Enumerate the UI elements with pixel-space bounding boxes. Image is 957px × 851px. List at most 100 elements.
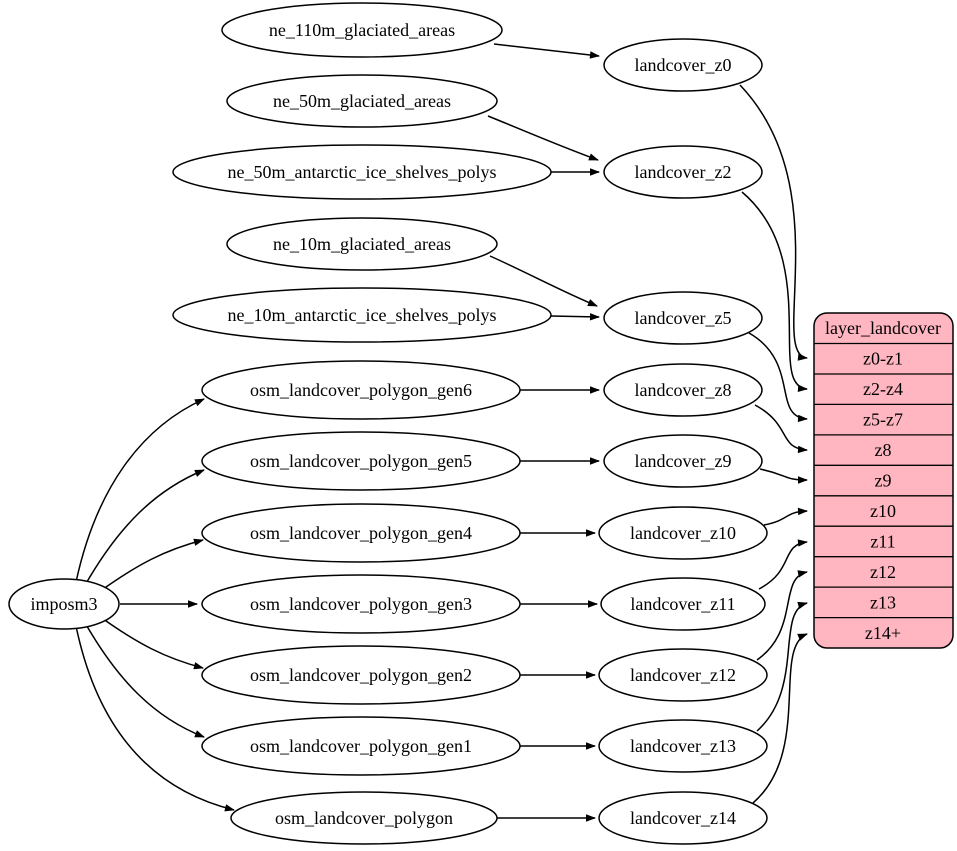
- record-row-z9: z9: [875, 471, 892, 491]
- node-landcover-z2-label: landcover_z2: [635, 162, 732, 182]
- edge-ne50mg-to-z2: [487, 115, 599, 161]
- record-layer-landcover: layer_landcover z0-z1 z2-z4 z5-z7 z8 z9 …: [813, 312, 954, 649]
- edge-z0-to-row-z0-z1: [739, 84, 808, 361]
- node-osm-landcover-polygon-gen3: osm_landcover_polygon_gen3: [201, 574, 521, 634]
- edge-z11-to-row-z11: [758, 539, 808, 590]
- record-row-z13: z13: [870, 593, 896, 613]
- node-osm-landcover-polygon-gen4-shape: [201, 503, 521, 563]
- edge-z2-to-row-z2-z4: [741, 191, 808, 393]
- edge-imposm3-to-polygon: [75, 625, 235, 812]
- node-osm-landcover-polygon: osm_landcover_polygon: [230, 791, 498, 845]
- edge-imposm3-to-gen4: [98, 538, 204, 593]
- node-landcover-z10: landcover_z10: [598, 506, 768, 560]
- node-osm-landcover-polygon-gen2-label: osm_landcover_polygon_gen2: [250, 665, 472, 685]
- node-osm-landcover-polygon-gen5-shape: [201, 431, 521, 491]
- node-landcover-z11-shape: [600, 577, 766, 631]
- node-landcover-z13-label: landcover_z13: [630, 736, 736, 756]
- node-landcover-z5-shape: [603, 291, 763, 345]
- record-row-z2-z4: z2-z4: [863, 379, 903, 399]
- record-header-label: layer_landcover: [825, 318, 941, 338]
- node-landcover-z2: landcover_z2: [603, 145, 763, 199]
- edge-z9-to-row-z9: [759, 468, 808, 484]
- edge-imposm3-to-gen2: [98, 615, 204, 670]
- edge-ne10ma-to-z5: [550, 313, 600, 321]
- node-ne-50m-glaciated-areas-shape: [226, 74, 498, 128]
- node-landcover-z14-shape: [598, 791, 768, 845]
- node-landcover-z13-shape: [598, 719, 768, 773]
- edges-layer: [75, 43, 808, 822]
- node-imposm3-label: imposm3: [30, 594, 97, 614]
- node-landcover-z9: landcover_z9: [603, 434, 763, 488]
- edge-z10-to-row-z10: [763, 507, 808, 526]
- node-osm-landcover-polygon-gen2: osm_landcover_polygon_gen2: [201, 645, 521, 705]
- node-landcover-z5: landcover_z5: [603, 291, 763, 345]
- node-landcover-z9-shape: [603, 434, 763, 488]
- node-osm-landcover-polygon-gen3-label: osm_landcover_polygon_gen3: [250, 594, 472, 614]
- node-ne-10m-glaciated-areas: ne_10m_glaciated_areas: [226, 217, 498, 271]
- edge-imposm3-to-gen5: [83, 469, 205, 588]
- node-ne-50m-antarctic-ice-shelves-polys: ne_50m_antarctic_ice_shelves_polys: [172, 144, 552, 200]
- edge-imposm3-to-gen6: [75, 398, 205, 583]
- node-osm-landcover-polygon-label: osm_landcover_polygon: [275, 808, 453, 828]
- edge-ne110m-to-z0: [493, 43, 600, 59]
- edge-z14-to-row-z14plus: [752, 633, 808, 804]
- node-landcover-z12: landcover_z12: [598, 648, 768, 702]
- edge-z13-to-row-z13: [756, 601, 808, 732]
- node-landcover-z14: landcover_z14: [598, 791, 768, 845]
- node-landcover-z10-shape: [598, 506, 768, 560]
- node-ne-50m-antarctic-ice-shelves-polys-shape: [172, 144, 552, 200]
- node-osm-landcover-polygon-shape: [230, 791, 498, 845]
- record-row-z5-z7: z5-z7: [863, 410, 903, 430]
- node-landcover-z0: landcover_z0: [603, 38, 763, 92]
- node-osm-landcover-polygon-gen3-shape: [201, 574, 521, 634]
- node-landcover-z12-label: landcover_z12: [630, 665, 736, 685]
- node-landcover-z12-shape: [598, 648, 768, 702]
- node-landcover-z9-label: landcover_z9: [635, 451, 732, 471]
- edge-z8-to-row-z8: [754, 404, 808, 454]
- node-landcover-z0-shape: [603, 38, 763, 92]
- node-landcover-z2-shape: [603, 145, 763, 199]
- record-row-z10: z10: [870, 501, 896, 521]
- node-ne-10m-glaciated-areas-shape: [226, 217, 498, 271]
- node-osm-landcover-polygon-gen1-shape: [201, 716, 521, 776]
- record-layer-landcover-shape: [813, 312, 954, 649]
- record-row-z11: z11: [870, 532, 895, 552]
- node-ne-110m-glaciated-areas-label: ne_110m_glaciated_areas: [269, 20, 455, 40]
- node-imposm3-shape: [8, 578, 120, 630]
- node-ne-50m-glaciated-areas-label: ne_50m_glaciated_areas: [273, 91, 451, 111]
- node-osm-landcover-polygon-gen1: osm_landcover_polygon_gen1: [201, 716, 521, 776]
- record-row-z12: z12: [870, 562, 896, 582]
- node-ne-10m-antarctic-ice-shelves-polys: ne_10m_antarctic_ice_shelves_polys: [172, 287, 552, 343]
- node-imposm3: imposm3: [8, 578, 120, 630]
- node-landcover-z10-label: landcover_z10: [630, 523, 736, 543]
- nodes-layer: imposm3 ne_110m_glaciated_areas ne_50m_g…: [8, 2, 954, 845]
- edge-ne10mg-to-z5: [489, 255, 598, 307]
- node-ne-50m-glaciated-areas: ne_50m_glaciated_areas: [226, 74, 498, 128]
- node-landcover-z8-label: landcover_z8: [635, 380, 732, 400]
- edge-z5-to-row-z5-z7: [748, 332, 808, 423]
- edge-imposm3-to-gen1: [83, 620, 205, 738]
- node-landcover-z8: landcover_z8: [603, 363, 763, 417]
- node-osm-landcover-polygon-gen5-label: osm_landcover_polygon_gen5: [250, 451, 472, 471]
- node-ne-110m-glaciated-areas: ne_110m_glaciated_areas: [221, 2, 503, 58]
- node-ne-110m-glaciated-areas-shape: [221, 2, 503, 58]
- node-ne-10m-glaciated-areas-label: ne_10m_glaciated_areas: [273, 234, 451, 254]
- node-osm-landcover-polygon-gen1-label: osm_landcover_polygon_gen1: [250, 736, 472, 756]
- record-row-z14plus: z14+: [865, 623, 901, 643]
- edge-z12-to-row-z12: [756, 570, 808, 661]
- node-landcover-z13: landcover_z13: [598, 719, 768, 773]
- node-osm-landcover-polygon-gen6-shape: [201, 360, 521, 420]
- node-ne-10m-antarctic-ice-shelves-polys-shape: [172, 287, 552, 343]
- node-osm-landcover-polygon-gen2-shape: [201, 645, 521, 705]
- node-ne-10m-antarctic-ice-shelves-polys-label: ne_10m_antarctic_ice_shelves_polys: [228, 305, 497, 325]
- node-landcover-z11: landcover_z11: [600, 577, 766, 631]
- record-row-z8: z8: [875, 440, 892, 460]
- node-landcover-z8-shape: [603, 363, 763, 417]
- record-row-z0-z1: z0-z1: [863, 349, 903, 369]
- node-landcover-z14-label: landcover_z14: [630, 808, 736, 828]
- node-osm-landcover-polygon-gen4: osm_landcover_polygon_gen4: [201, 503, 521, 563]
- node-osm-landcover-polygon-gen6-label: osm_landcover_polygon_gen6: [250, 380, 472, 400]
- node-landcover-z11-label: landcover_z11: [630, 594, 735, 614]
